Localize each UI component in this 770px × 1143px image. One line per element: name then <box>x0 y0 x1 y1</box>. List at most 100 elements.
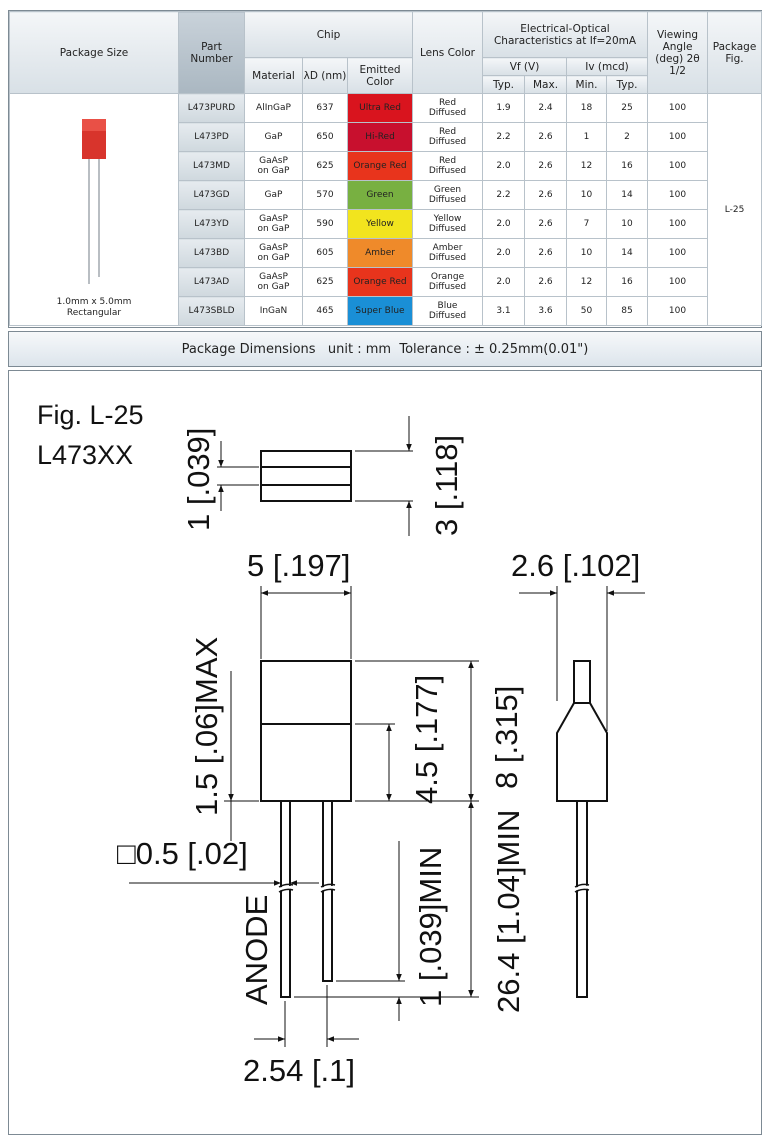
header-iv: Iv (mcd) <box>566 57 649 76</box>
header-package-size: Package Size <box>9 11 179 94</box>
dim-2-6-102: 2.6 [.102] <box>511 548 640 583</box>
vf-typ-cell: 2.0 <box>482 238 526 268</box>
iv-min-cell: 12 <box>566 267 608 297</box>
wavelength-cell: 590 <box>302 209 348 239</box>
iv-typ-cell: 2 <box>606 122 649 152</box>
iv-min-cell: 12 <box>566 151 608 181</box>
angle-cell: 100 <box>647 151 709 181</box>
header-chip: Chip <box>243 11 414 58</box>
part-number-cell: L473AD <box>178 267 245 297</box>
header-iv-min: Min. <box>566 75 608 94</box>
header-vf-max: Max. <box>524 75 568 94</box>
vf-max-cell: 2.6 <box>524 151 568 181</box>
package-fig-cell: L-25 <box>707 93 763 326</box>
dim-3-118: 3 [.118] <box>429 435 464 536</box>
package-shape-text: Rectangular <box>66 308 122 318</box>
part-number-cell: L473MD <box>178 151 245 181</box>
top-view-body <box>260 450 352 502</box>
wavelength-cell: 570 <box>302 180 348 210</box>
emitted-color-swatch: Ultra Red <box>346 93 414 123</box>
vf-max-cell: 2.6 <box>524 238 568 268</box>
vf-max-cell: 2.4 <box>524 93 568 123</box>
wavelength-cell: 650 <box>302 122 348 152</box>
dim-1-5-max: 1.5 [.06]MAX <box>189 636 224 816</box>
dim-26-4-min: 26.4 [1.04]MIN <box>491 810 526 1013</box>
side-view-lead <box>576 800 588 998</box>
iv-typ-cell: 10 <box>606 209 649 239</box>
vf-typ-cell: 2.0 <box>482 209 526 239</box>
iv-typ-cell: 16 <box>606 267 649 297</box>
fig-title: Fig. L-25 <box>37 400 144 430</box>
side-view-top <box>573 660 591 704</box>
part-number-cell: L473GD <box>178 180 245 210</box>
header-package-fig: Package Fig. <box>707 11 763 94</box>
spec-table-frame: Package Size Part Number Chip Lens Color… <box>8 10 763 328</box>
dimension-drawing-frame: Fig. L-25 L473XX 1 [.039] 3 [.118] 5 [.1… <box>8 370 762 1135</box>
header-lens-color: Lens Color <box>412 11 484 94</box>
iv-typ-cell: 85 <box>606 296 649 326</box>
front-view-body <box>260 660 352 802</box>
side-view-body <box>556 702 608 802</box>
iv-typ-cell: 14 <box>606 180 649 210</box>
material-cell: GaP <box>244 122 303 152</box>
dim-4-5-177: 4.5 [.177] <box>409 675 444 804</box>
header-vf: Vf (V) <box>482 57 568 76</box>
part-number-cell: L473PURD <box>178 93 245 123</box>
iv-min-cell: 10 <box>566 180 608 210</box>
header-viewing-angle: Viewing Angle (deg) 2θ 1/2 <box>647 11 709 94</box>
iv-min-cell: 18 <box>566 93 608 123</box>
spec-table: Package Size Part Number Chip Lens Color… <box>9 11 763 326</box>
angle-cell: 100 <box>647 122 709 152</box>
iv-min-cell: 50 <box>566 296 608 326</box>
emitted-color-swatch: Amber <box>346 238 414 268</box>
caption-text: Package Dimensions unit : mm Tolerance :… <box>181 341 589 357</box>
angle-cell: 100 <box>647 180 709 210</box>
angle-cell: 100 <box>647 296 709 326</box>
material-cell: AlInGaP <box>244 93 303 123</box>
emitted-color-swatch: Orange Red <box>346 267 414 297</box>
material-cell: GaP <box>244 180 303 210</box>
emitted-color-swatch: Yellow <box>346 209 414 239</box>
vf-typ-cell: 2.0 <box>482 267 526 297</box>
emitted-color-swatch: Hi-Red <box>346 122 414 152</box>
iv-min-cell: 1 <box>566 122 608 152</box>
iv-typ-cell: 14 <box>606 238 649 268</box>
header-lambda-d: λD (nm) <box>302 57 348 94</box>
emitted-color-swatch: Orange Red <box>346 151 414 181</box>
header-electrical-optical: Electrical-Optical Characteristics at If… <box>482 11 649 58</box>
material-cell: InGaN <box>244 296 303 326</box>
dim-1-min: 1 [.039]MIN <box>413 847 448 1007</box>
vf-typ-cell: 2.2 <box>482 122 526 152</box>
vf-max-cell: 3.6 <box>524 296 568 326</box>
vf-typ-cell: 2.2 <box>482 180 526 210</box>
vf-typ-cell: 3.1 <box>482 296 526 326</box>
led-illustration <box>82 119 106 284</box>
anode-lead <box>280 800 291 998</box>
emitted-color-swatch: Green <box>346 180 414 210</box>
wavelength-cell: 625 <box>302 267 348 297</box>
vf-typ-cell: 1.9 <box>482 93 526 123</box>
emitted-color-swatch: Super Blue <box>346 296 414 326</box>
part-number-cell: L473BD <box>178 238 245 268</box>
dim-5-197: 5 [.197] <box>247 548 350 583</box>
angle-cell: 100 <box>647 238 709 268</box>
package-dimension-text: 1.0mm x 5.0mm <box>56 297 132 307</box>
vf-max-cell: 2.6 <box>524 267 568 297</box>
header-part-number: Part Number <box>178 11 245 94</box>
part-number-cell: L473YD <box>178 209 245 239</box>
header-emitted-color: Emitted Color <box>346 57 414 94</box>
vf-max-cell: 2.6 <box>524 209 568 239</box>
